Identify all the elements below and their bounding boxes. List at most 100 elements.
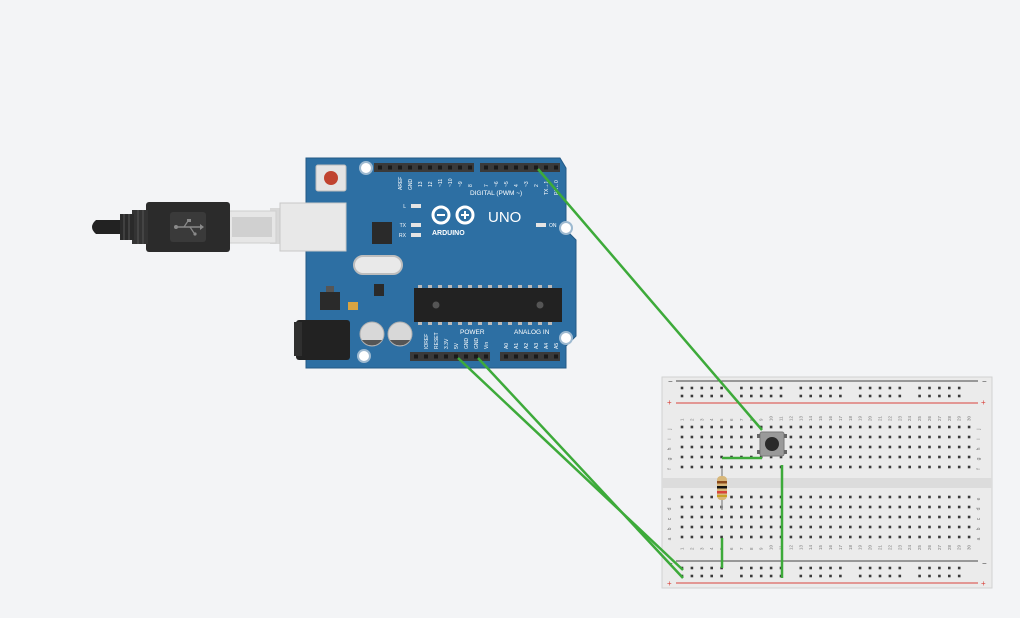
breadboard-hole[interactable] — [888, 525, 892, 529]
breadboard-hole[interactable] — [878, 394, 882, 398]
breadboard-hole[interactable] — [918, 574, 921, 578]
breadboard-hole[interactable] — [898, 394, 902, 398]
breadboard-hole[interactable] — [700, 386, 704, 390]
breadboard-hole[interactable] — [898, 435, 902, 439]
breadboard-hole[interactable] — [868, 425, 872, 429]
breadboard-hole[interactable] — [819, 505, 822, 509]
breadboard-hole[interactable] — [868, 535, 872, 539]
breadboard-hole[interactable] — [918, 425, 921, 429]
breadboard-hole[interactable] — [839, 525, 842, 529]
breadboard-hole[interactable] — [839, 566, 842, 570]
breadboard-hole[interactable] — [839, 535, 842, 539]
breadboard-hole[interactable] — [799, 455, 803, 459]
breadboard-hole[interactable] — [690, 435, 694, 439]
breadboard-hole[interactable] — [839, 455, 842, 459]
breadboard-hole[interactable] — [918, 445, 921, 449]
breadboard-hole[interactable] — [680, 465, 684, 469]
breadboard-hole[interactable] — [967, 435, 971, 439]
breadboard-hole[interactable] — [759, 515, 763, 519]
breadboard-hole[interactable] — [888, 455, 892, 459]
breadboard-hole[interactable] — [730, 435, 733, 439]
header-pin[interactable] — [408, 165, 412, 170]
breadboard-hole[interactable] — [809, 566, 812, 570]
pushbutton[interactable] — [757, 431, 787, 457]
breadboard-hole[interactable] — [680, 535, 684, 539]
breadboard-hole[interactable] — [750, 566, 753, 570]
breadboard-hole[interactable] — [928, 515, 931, 519]
breadboard-hole[interactable] — [967, 495, 971, 499]
breadboard-hole[interactable] — [858, 394, 862, 398]
breadboard-hole[interactable] — [809, 495, 812, 499]
breadboard-hole[interactable] — [700, 455, 704, 459]
breadboard-hole[interactable] — [819, 535, 822, 539]
breadboard-hole[interactable] — [720, 425, 723, 429]
breadboard-hole[interactable] — [829, 495, 832, 499]
breadboard-hole[interactable] — [809, 445, 812, 449]
breadboard-hole[interactable] — [809, 455, 812, 459]
breadboard-hole[interactable] — [957, 525, 961, 529]
breadboard-hole[interactable] — [819, 495, 822, 499]
breadboard-hole[interactable] — [888, 394, 892, 398]
breadboard-hole[interactable] — [957, 465, 961, 469]
resistor[interactable] — [717, 468, 727, 510]
breadboard-hole[interactable] — [799, 495, 803, 499]
breadboard-hole[interactable] — [948, 574, 951, 578]
breadboard-hole[interactable] — [730, 465, 733, 469]
breadboard-hole[interactable] — [799, 525, 803, 529]
breadboard-hole[interactable] — [750, 525, 753, 529]
breadboard-hole[interactable] — [878, 386, 882, 390]
breadboard-hole[interactable] — [799, 574, 803, 578]
breadboard-hole[interactable] — [680, 425, 684, 429]
breadboard-hole[interactable] — [839, 445, 842, 449]
breadboard-hole[interactable] — [710, 394, 713, 398]
breadboard-hole[interactable] — [957, 425, 961, 429]
breadboard-hole[interactable] — [829, 535, 832, 539]
breadboard-hole[interactable] — [819, 435, 822, 439]
breadboard-hole[interactable] — [809, 435, 812, 439]
breadboard-hole[interactable] — [750, 465, 753, 469]
breadboard-hole[interactable] — [710, 425, 713, 429]
breadboard-hole[interactable] — [819, 455, 822, 459]
breadboard-hole[interactable] — [789, 425, 793, 429]
breadboard-hole[interactable] — [829, 394, 832, 398]
breadboard-hole[interactable] — [819, 425, 822, 429]
breadboard-hole[interactable] — [740, 425, 743, 429]
breadboard-hole[interactable] — [938, 386, 941, 390]
breadboard-hole[interactable] — [928, 445, 931, 449]
breadboard-hole[interactable] — [957, 435, 961, 439]
breadboard-hole[interactable] — [967, 515, 971, 519]
breadboard-hole[interactable] — [690, 455, 694, 459]
breadboard-hole[interactable] — [839, 505, 842, 509]
breadboard-hole[interactable] — [750, 394, 753, 398]
breadboard-hole[interactable] — [957, 566, 961, 570]
breadboard-hole[interactable] — [680, 445, 684, 449]
breadboard-hole[interactable] — [967, 505, 971, 509]
breadboard-hole[interactable] — [710, 445, 713, 449]
breadboard-hole[interactable] — [789, 525, 793, 529]
breadboard-hole[interactable] — [967, 455, 971, 459]
digital-header-right[interactable] — [480, 163, 560, 172]
breadboard-hole[interactable] — [957, 535, 961, 539]
breadboard-hole[interactable] — [839, 394, 842, 398]
breadboard-hole[interactable] — [680, 386, 684, 390]
breadboard-hole[interactable] — [967, 465, 971, 469]
breadboard-hole[interactable] — [868, 515, 872, 519]
breadboard-hole[interactable] — [740, 495, 743, 499]
breadboard-hole[interactable] — [967, 525, 971, 529]
breadboard-hole[interactable] — [809, 425, 812, 429]
breadboard-hole[interactable] — [750, 445, 753, 449]
breadboard-hole[interactable] — [858, 445, 862, 449]
breadboard-hole[interactable] — [858, 386, 862, 390]
breadboard-hole[interactable] — [957, 386, 961, 390]
breadboard-hole[interactable] — [750, 515, 753, 519]
breadboard-hole[interactable] — [898, 535, 902, 539]
breadboard-hole[interactable] — [759, 425, 763, 429]
breadboard-hole[interactable] — [799, 445, 803, 449]
breadboard-hole[interactable] — [898, 465, 902, 469]
breadboard-hole[interactable] — [809, 535, 812, 539]
breadboard-hole[interactable] — [740, 505, 743, 509]
breadboard-hole[interactable] — [938, 394, 941, 398]
breadboard-hole[interactable] — [759, 566, 763, 570]
breadboard-hole[interactable] — [849, 525, 852, 529]
breadboard-hole[interactable] — [750, 535, 753, 539]
